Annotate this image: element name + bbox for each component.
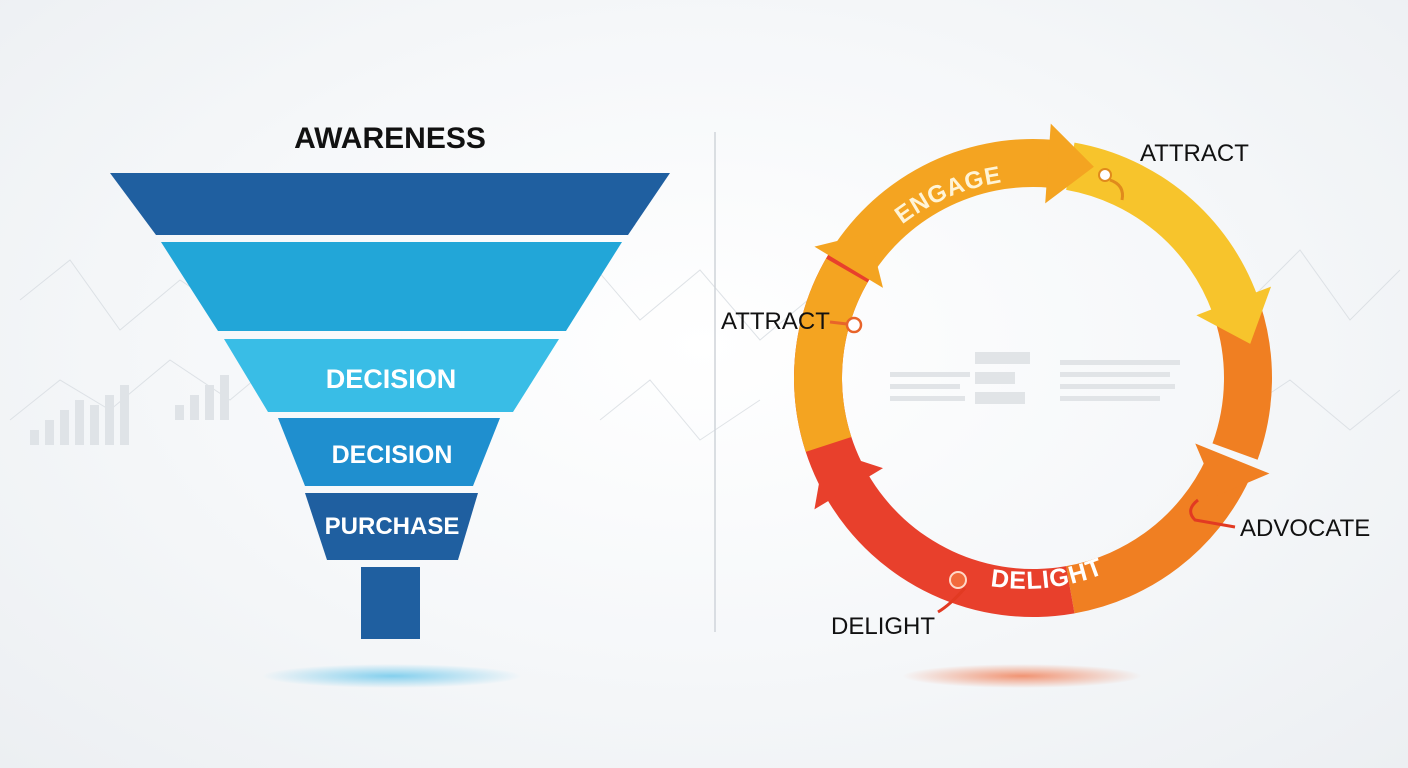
funnel-stage-interest <box>161 242 622 331</box>
funnel-stage-awareness <box>110 173 670 235</box>
background-text-lines <box>890 352 1180 404</box>
pin-advocate-line <box>1189 498 1236 529</box>
ring-segment-delight <box>826 473 1075 617</box>
funnel-stage-decision-2 <box>278 418 500 486</box>
arrowhead-engage <box>1045 123 1094 204</box>
flywheel-cycle: ENGAGE DELIGHT ATTRACT ATTRACT ADVOCATE … <box>721 123 1370 688</box>
ring-segment-left-upper <box>794 258 868 452</box>
funnel-spout <box>361 567 420 639</box>
callout-pins <box>829 168 1236 614</box>
arrowhead-left <box>814 232 883 288</box>
funnel-shadow <box>262 664 522 688</box>
pin-attract-right-tail <box>1109 178 1124 201</box>
callout-attract-right: ATTRACT <box>1140 140 1249 167</box>
pin-attract-right <box>1098 168 1112 182</box>
funnel-stage-label-decision-2: DECISION <box>332 441 453 469</box>
callout-attract-left: ATTRACT <box>721 308 830 335</box>
funnel: AWARENESS DECISION DECISION PURCHASE <box>110 122 670 688</box>
ring-segment-attract <box>1066 142 1258 313</box>
arrowhead-attract <box>1196 286 1272 344</box>
funnel-stage-decision-1 <box>224 339 559 412</box>
cycle-ring <box>794 139 1273 617</box>
funnel-stage-label-decision-1: DECISION <box>326 364 457 394</box>
pin-attract-left <box>845 316 863 334</box>
callout-advocate: ADVOCATE <box>1240 515 1370 542</box>
cycle-arrowheads <box>814 123 1272 510</box>
funnel-title: AWARENESS <box>294 122 486 155</box>
funnel-stage-purchase <box>305 493 478 560</box>
pin-attract-left-line <box>829 320 848 326</box>
ring-segment-advocate <box>1066 458 1250 614</box>
pin-delight <box>949 571 967 589</box>
cycle-shadow <box>902 664 1142 688</box>
arrowhead-delight <box>814 449 883 510</box>
callout-delight: DELIGHT <box>831 613 935 640</box>
ring-segment-engage <box>826 139 1054 283</box>
arrowhead-advocate <box>1195 443 1270 496</box>
funnel-stage-label-purchase: PURCHASE <box>325 513 460 540</box>
background-bar-chart <box>30 375 229 445</box>
pin-delight-line <box>937 587 967 614</box>
ring-segment-right <box>1212 304 1273 460</box>
